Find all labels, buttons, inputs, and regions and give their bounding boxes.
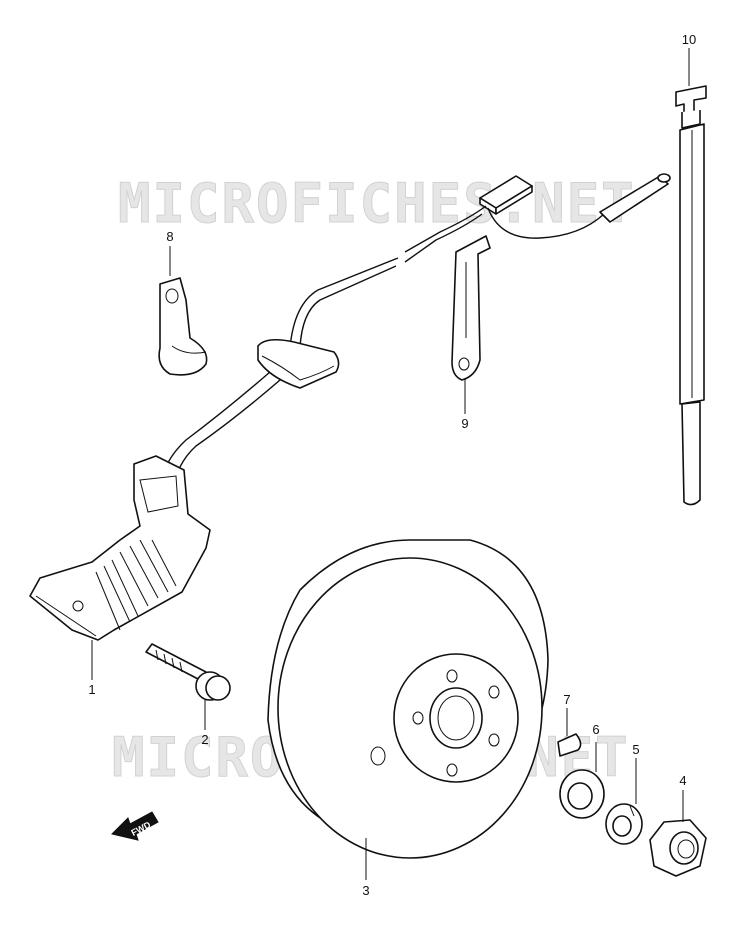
label-part-8: 8: [166, 229, 173, 244]
watermark-top: MICROFICHES.NET: [118, 172, 636, 235]
part-6-washer: [559, 769, 605, 819]
part-3-rotor: [267, 539, 549, 859]
wire-harness: [157, 173, 671, 495]
label-part-5: 5: [632, 742, 639, 757]
label-part-4: 4: [679, 773, 686, 788]
part-8-clamp: [158, 277, 208, 376]
part-4-nut: [649, 819, 707, 877]
part-5-lock-washer: [605, 803, 643, 845]
label-part-7: 7: [563, 692, 570, 707]
callout-lines: [91, 48, 690, 880]
part-7-key: [557, 733, 582, 757]
label-part-9: 9: [461, 416, 468, 431]
part-1-pickup-coil: [29, 455, 211, 641]
label-part-2: 2: [201, 732, 208, 747]
part-10-strap: [675, 85, 707, 506]
fwd-arrow-icon: FWD: [111, 811, 159, 841]
label-part-3: 3: [362, 883, 369, 898]
part-2-bolt: [145, 643, 231, 701]
label-part-10: 10: [682, 32, 696, 47]
part-9-bracket: [451, 235, 491, 381]
label-part-1: 1: [88, 682, 95, 697]
label-part-6: 6: [592, 722, 599, 737]
